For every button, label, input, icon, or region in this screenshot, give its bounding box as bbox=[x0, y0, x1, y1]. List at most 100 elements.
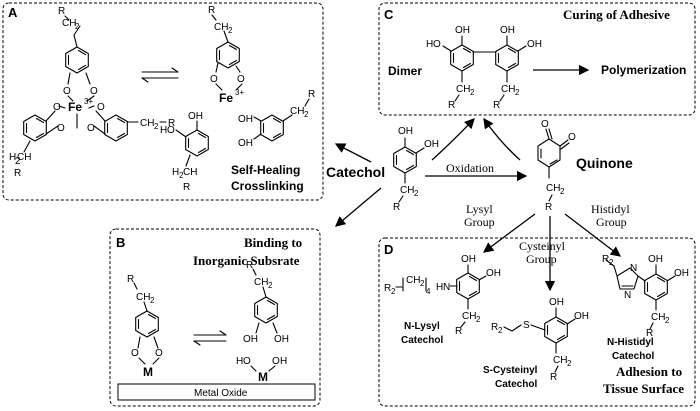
svg-text:2: 2 bbox=[391, 287, 396, 296]
panel-b-title-2: Inorganic Subsrate bbox=[193, 253, 300, 268]
n-lysyl-catechol: OH OH H N R 2 CH 2 4 CH 2 R bbox=[384, 254, 501, 337]
catechol-label: Catechol bbox=[326, 164, 385, 180]
svg-text:N: N bbox=[443, 282, 450, 293]
svg-text:4: 4 bbox=[426, 287, 431, 296]
svg-text:O: O bbox=[87, 123, 95, 134]
arrow-histidyl bbox=[564, 213, 622, 257]
svg-text:2: 2 bbox=[414, 189, 419, 198]
quinone-label: Quinone bbox=[576, 155, 633, 171]
svg-text:O: O bbox=[210, 74, 218, 85]
svg-text:CH: CH bbox=[136, 292, 150, 303]
svg-text:N: N bbox=[624, 290, 631, 301]
svg-text:R: R bbox=[127, 274, 134, 285]
svg-text:CH: CH bbox=[140, 118, 154, 129]
svg-text:N: N bbox=[630, 263, 637, 274]
svg-text:R: R bbox=[493, 100, 500, 111]
equilibrium-arrows-b bbox=[193, 330, 227, 346]
free-catechol-1: OH H O H 2 CH R bbox=[160, 111, 209, 193]
svg-text:2: 2 bbox=[15, 156, 21, 167]
svg-text:R: R bbox=[246, 260, 253, 271]
svg-text:OH: OH bbox=[424, 139, 439, 150]
svg-text:OH: OH bbox=[461, 254, 476, 265]
svg-text:CH: CH bbox=[462, 311, 476, 322]
svg-text:R: R bbox=[183, 182, 190, 193]
svg-text:Fe: Fe bbox=[219, 91, 233, 105]
svg-text:CH: CH bbox=[214, 22, 228, 33]
fe-tris-complex: O O CH 2 R Fe 3+ O O H 2 CH R O O CH 2 R bbox=[9, 6, 175, 179]
svg-text:R: R bbox=[455, 326, 462, 337]
svg-text:O: O bbox=[155, 348, 163, 359]
svg-text:R: R bbox=[308, 89, 315, 100]
fe-mono-complex: CH 2 R O O Fe 3+ bbox=[208, 5, 245, 105]
svg-text:H: H bbox=[436, 282, 443, 293]
svg-text:O: O bbox=[57, 123, 65, 134]
svg-text:R: R bbox=[448, 100, 455, 111]
svg-text:O: O bbox=[433, 39, 441, 50]
lysyl-group-2: Group bbox=[464, 215, 495, 229]
svg-text:2: 2 bbox=[75, 22, 80, 31]
metal-oxide-surface bbox=[117, 383, 316, 401]
svg-text:2: 2 bbox=[560, 187, 565, 196]
fe-label: Fe bbox=[68, 100, 82, 114]
arrow-lysyl bbox=[482, 213, 536, 253]
svg-text:O: O bbox=[167, 125, 175, 136]
svg-text:OH: OH bbox=[398, 126, 413, 137]
svg-text:CH: CH bbox=[553, 355, 567, 366]
svg-text:2: 2 bbox=[154, 122, 159, 131]
arrow-to-b bbox=[335, 187, 382, 227]
catechol-center: OH OH CH 2 R bbox=[393, 126, 439, 213]
svg-text:O: O bbox=[90, 86, 98, 97]
quinone-center: O O CH 2 R bbox=[537, 119, 576, 213]
svg-text:2: 2 bbox=[268, 281, 273, 290]
svg-text:2: 2 bbox=[150, 296, 155, 305]
svg-text:OH: OH bbox=[486, 268, 501, 279]
n-histidyl-catechol: OH OH N N R 2 CH 2 R bbox=[602, 254, 689, 339]
svg-text:O: O bbox=[568, 132, 576, 143]
svg-text:OH: OH bbox=[549, 297, 564, 308]
svg-text:OH: OH bbox=[648, 254, 663, 265]
histidyl-group-1: Histidyl bbox=[591, 202, 630, 216]
cysteinyl-group-1: Cysteinyl bbox=[519, 239, 566, 253]
svg-text:O: O bbox=[272, 356, 280, 367]
panel-d-title-2: Tissue Surface bbox=[603, 381, 684, 396]
cysteinyl-group-2: Group bbox=[526, 252, 557, 266]
panel-c-letter: C bbox=[384, 7, 394, 22]
svg-text:OH: OH bbox=[243, 334, 258, 345]
svg-text:H: H bbox=[160, 125, 167, 136]
panel-c-box bbox=[378, 2, 696, 116]
panel-d-letter: D bbox=[384, 242, 393, 257]
panel-d-title-1: Adhesion to bbox=[616, 364, 682, 379]
svg-text:CH: CH bbox=[546, 183, 560, 194]
svg-text:R: R bbox=[550, 372, 557, 383]
svg-text:OH: OH bbox=[188, 111, 203, 122]
panel-b-letter: B bbox=[116, 235, 125, 250]
curve-arrow-left bbox=[431, 118, 475, 161]
lysyl-group-1: Lysyl bbox=[466, 202, 493, 216]
svg-text:H: H bbox=[426, 39, 433, 50]
svg-text:R: R bbox=[14, 168, 21, 179]
svg-text:M: M bbox=[258, 370, 268, 384]
svg-text:O: O bbox=[63, 86, 71, 97]
surface-bound-catechol: CH 2 R O O M bbox=[127, 274, 163, 379]
panel-d-box bbox=[378, 237, 696, 407]
svg-text:2: 2 bbox=[228, 26, 233, 35]
svg-text:R: R bbox=[393, 202, 400, 213]
svg-text:H: H bbox=[9, 152, 16, 163]
svg-text:R: R bbox=[168, 118, 175, 129]
svg-text:R: R bbox=[58, 6, 65, 17]
dimer-label: Dimer bbox=[388, 64, 422, 78]
equilibrium-arrows-a bbox=[141, 67, 179, 83]
svg-text:2: 2 bbox=[179, 171, 184, 180]
svg-text:R: R bbox=[545, 202, 552, 213]
polymerization-label: Polymerization bbox=[601, 63, 686, 77]
metal-oxide-label: Metal Oxide bbox=[194, 388, 248, 399]
self-healing-label-2: Crosslinking bbox=[231, 179, 304, 193]
svg-text:2: 2 bbox=[515, 88, 520, 97]
panel-b-box bbox=[109, 228, 321, 407]
svg-text:H: H bbox=[172, 167, 179, 178]
svg-text:H: H bbox=[236, 356, 243, 367]
panel-c-title: Curing of Adhesive bbox=[563, 7, 670, 22]
panel-b-title-1: Binding to bbox=[244, 235, 302, 250]
released-catechol: CH 2 R OH OH H O O H M bbox=[236, 260, 289, 384]
svg-text:2: 2 bbox=[304, 110, 309, 119]
